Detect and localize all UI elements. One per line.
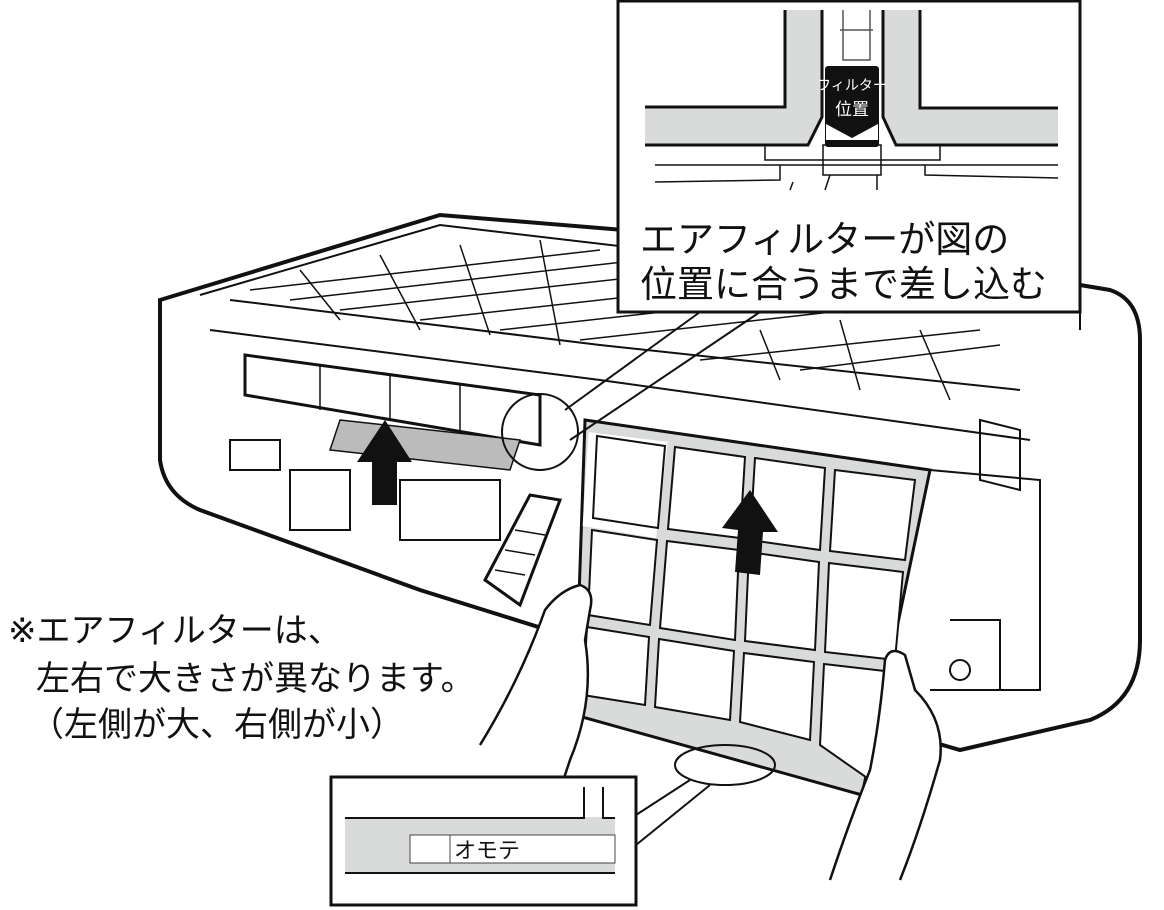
- note-line-2: 左右で大きさが異なります。: [36, 659, 475, 699]
- right-hand: [828, 649, 942, 881]
- filter-size-note: ※エアフィルターは、 左右で大きさが異なります。 （左側が大、右側が小）: [8, 611, 475, 745]
- instruction-line-1: エアフィルターが図の: [640, 218, 1009, 261]
- bottom-detail-inset: オモテ: [329, 775, 638, 907]
- front-side-label: オモテ: [454, 839, 520, 864]
- note-line-3: （左側が大、右側が小）: [30, 705, 404, 745]
- insert-arrow-left-icon: [357, 420, 412, 505]
- filter-position-marker-label-2: 位置: [835, 100, 869, 120]
- air-filter-right: [573, 418, 932, 797]
- instruction-line-2: 位置に合うまで差し込む: [640, 263, 1047, 306]
- callout-circle-top: [501, 393, 579, 471]
- top-detail-inset: フィルター 位置 エアフィルターが図の 位置に合うまで差し込む: [616, 0, 1082, 314]
- callout-circle-bottom: [674, 744, 776, 786]
- filter-position-marker-label-1: フィルター: [817, 78, 887, 94]
- filter-position-marker: [825, 66, 879, 147]
- insert-arrow-right-icon: [722, 490, 778, 575]
- left-hand: [478, 583, 593, 791]
- note-line-1: ※エアフィルターは、: [8, 611, 342, 651]
